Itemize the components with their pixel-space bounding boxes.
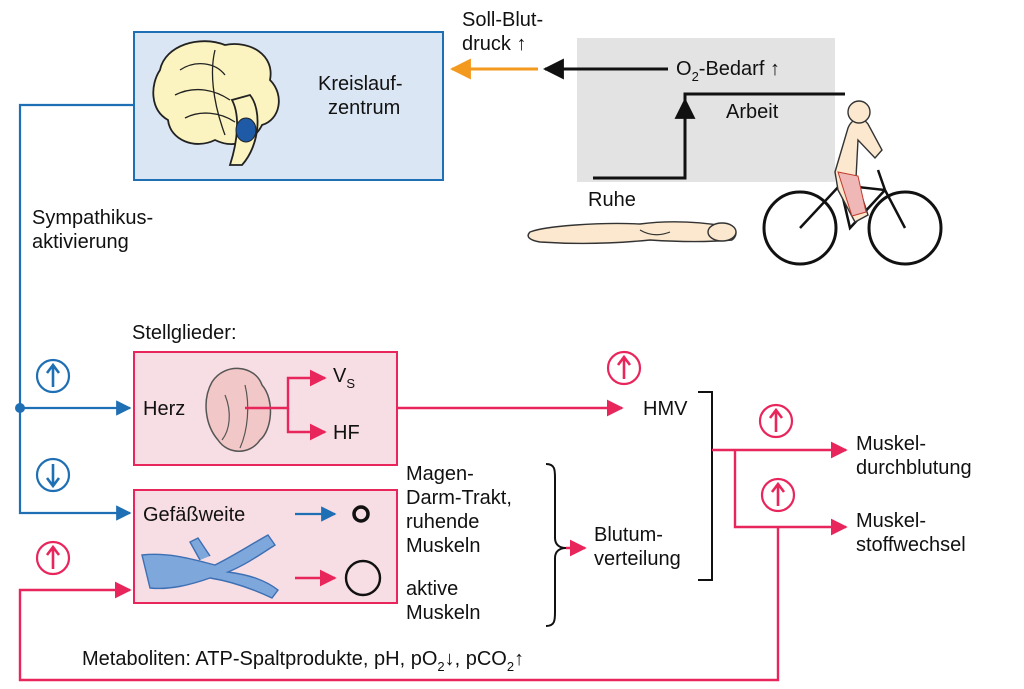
sympathikus-up-icon (35, 358, 71, 394)
metaboliten-up-icon (35, 540, 71, 576)
blutumverteilung-label: Blutum- verteilung (594, 524, 681, 570)
blood-vessel-icon (141, 534, 279, 599)
stellglieder-label: Stellglieder: (132, 322, 237, 344)
muskeldurchblutung-label: Muskel- durchblutung (856, 433, 972, 479)
sympathikus-down-icon (35, 457, 71, 493)
brain-icon (152, 40, 280, 166)
durchblutung-up-icon (758, 403, 794, 439)
stoffwechsel-up-icon (760, 477, 796, 513)
ruhe-label: Ruhe (588, 189, 636, 211)
stimulus-panel (577, 38, 835, 182)
resting-person-icon (527, 221, 737, 244)
kreislaufzentrum-label: Kreislauf- zentrum (318, 73, 403, 119)
aktive-muskeln-label: aktive Muskeln (406, 578, 481, 624)
sympathikus-label: Sympathikus- aktivierung (32, 207, 154, 253)
cyclist-icon (762, 100, 943, 266)
hmv-up-icon (606, 350, 642, 386)
magen-darm-label: Magen- Darm-Trakt, ruhende Muskeln (406, 463, 512, 557)
o2-bedarf-label: O2-Bedarf ↑ (676, 58, 780, 84)
muskelstoffwechsel-label: Muskel- stoffwechsel (856, 510, 966, 556)
gefaessweite-label: Gefäßweite (143, 504, 246, 526)
heart-icon (205, 367, 272, 452)
hf-label: HF (333, 422, 360, 444)
arbeit-label: Arbeit (726, 101, 779, 123)
vs-label: VS (333, 365, 356, 391)
hmv-label: HMV (643, 398, 688, 420)
herz-label: Herz (143, 398, 186, 420)
soll-blutdruck-label: Soll-Blut- druck ↑ (462, 9, 544, 55)
metaboliten-label: Metaboliten: ATP-Spaltprodukte, pH, pO2↓… (82, 648, 525, 674)
